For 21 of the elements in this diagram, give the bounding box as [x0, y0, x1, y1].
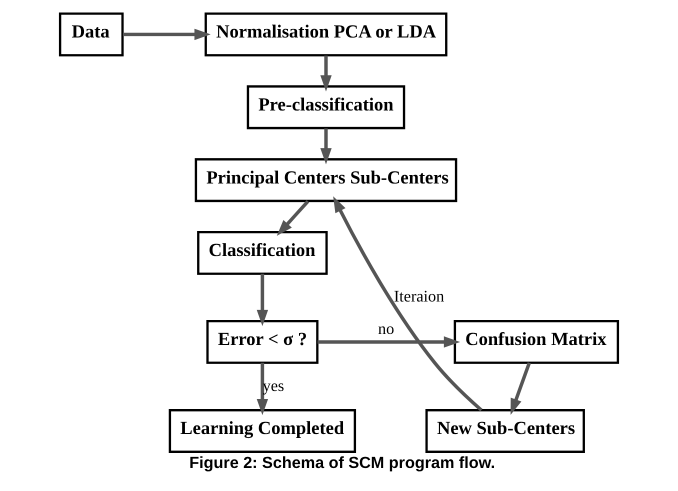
- arrow: [510, 362, 531, 414]
- node-box: Error < σ ?: [206, 320, 318, 364]
- arrow: [320, 128, 332, 164]
- node-box: Principal Centers Sub-Centers: [194, 158, 458, 202]
- arrow: [333, 196, 483, 411]
- edge-label: no: [378, 320, 394, 338]
- node-box: Classification: [197, 230, 328, 274]
- node-box: Pre-classification: [246, 84, 406, 129]
- node-box: Data: [58, 12, 124, 56]
- edge-label: Iteraion: [394, 288, 444, 306]
- arrow: [122, 28, 211, 40]
- node-box: Normalisation PCA or LDA: [204, 12, 448, 56]
- node-box: New Sub-Centers: [425, 408, 585, 452]
- arrow: [320, 55, 332, 92]
- arrow: [256, 273, 268, 326]
- arrow: [256, 362, 268, 415]
- caption: Figure 2: Schema of SCM program flow.: [189, 454, 496, 472]
- node-box: Confusion Matrix: [454, 320, 620, 364]
- node-box: Learning Completed: [168, 408, 356, 452]
- arrow: [276, 200, 310, 236]
- arrow: [318, 336, 460, 348]
